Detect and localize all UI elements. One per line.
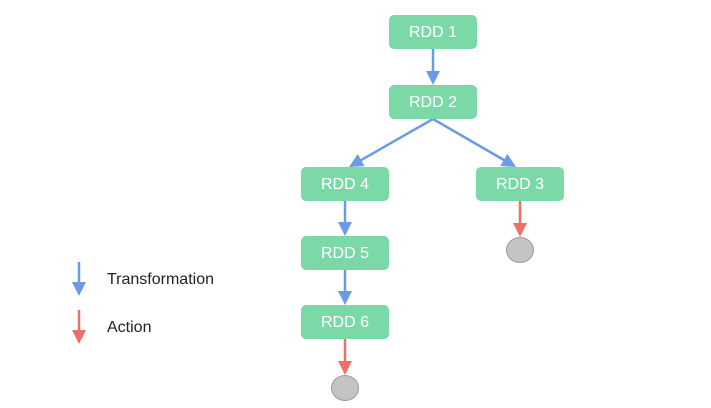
edge-rdd2-to-rdd3 bbox=[432, 117, 506, 162]
action-arrow-icon bbox=[72, 310, 86, 344]
rdd-6-action-result bbox=[331, 375, 359, 401]
rdd-1-label: RDD 1 bbox=[408, 23, 457, 41]
edge-arrowhead-rdd2-to-rdd4 bbox=[349, 153, 365, 167]
edge-rdd2-to-rdd4 bbox=[359, 117, 434, 162]
action-legend-label: Action bbox=[107, 319, 152, 336]
rdd-6-node: RDD 6 bbox=[301, 305, 389, 339]
edge-arrowhead-rdd4-to-rdd5 bbox=[338, 222, 352, 236]
rdd-5-node: RDD 5 bbox=[301, 236, 389, 270]
rdd-6-label: RDD 6 bbox=[320, 313, 369, 331]
rdd-4-label: RDD 4 bbox=[320, 175, 369, 193]
edge-arrowhead-rdd3-to-result3 bbox=[513, 223, 527, 237]
edge-arrowhead-rdd6-to-result6 bbox=[338, 361, 352, 375]
rdd-3-node: RDD 3 bbox=[476, 167, 564, 201]
transformation-arrow-icon bbox=[72, 262, 86, 296]
rdd-1-node: RDD 1 bbox=[389, 15, 477, 49]
rdd-2-node: RDD 2 bbox=[389, 85, 477, 119]
edge-arrowhead-rdd5-to-rdd6 bbox=[338, 291, 352, 305]
rdd-3-action-result bbox=[506, 237, 534, 263]
edge-arrowhead-rdd1-to-rdd2 bbox=[426, 71, 440, 85]
rdd-5-label: RDD 5 bbox=[320, 244, 369, 262]
transformation-legend-label: Transformation bbox=[107, 271, 214, 288]
rdd-3-label: RDD 3 bbox=[495, 175, 544, 193]
rdd-4-node: RDD 4 bbox=[301, 167, 389, 201]
rdd-2-label: RDD 2 bbox=[408, 93, 457, 111]
edge-arrowhead-rdd2-to-rdd3 bbox=[500, 153, 516, 167]
